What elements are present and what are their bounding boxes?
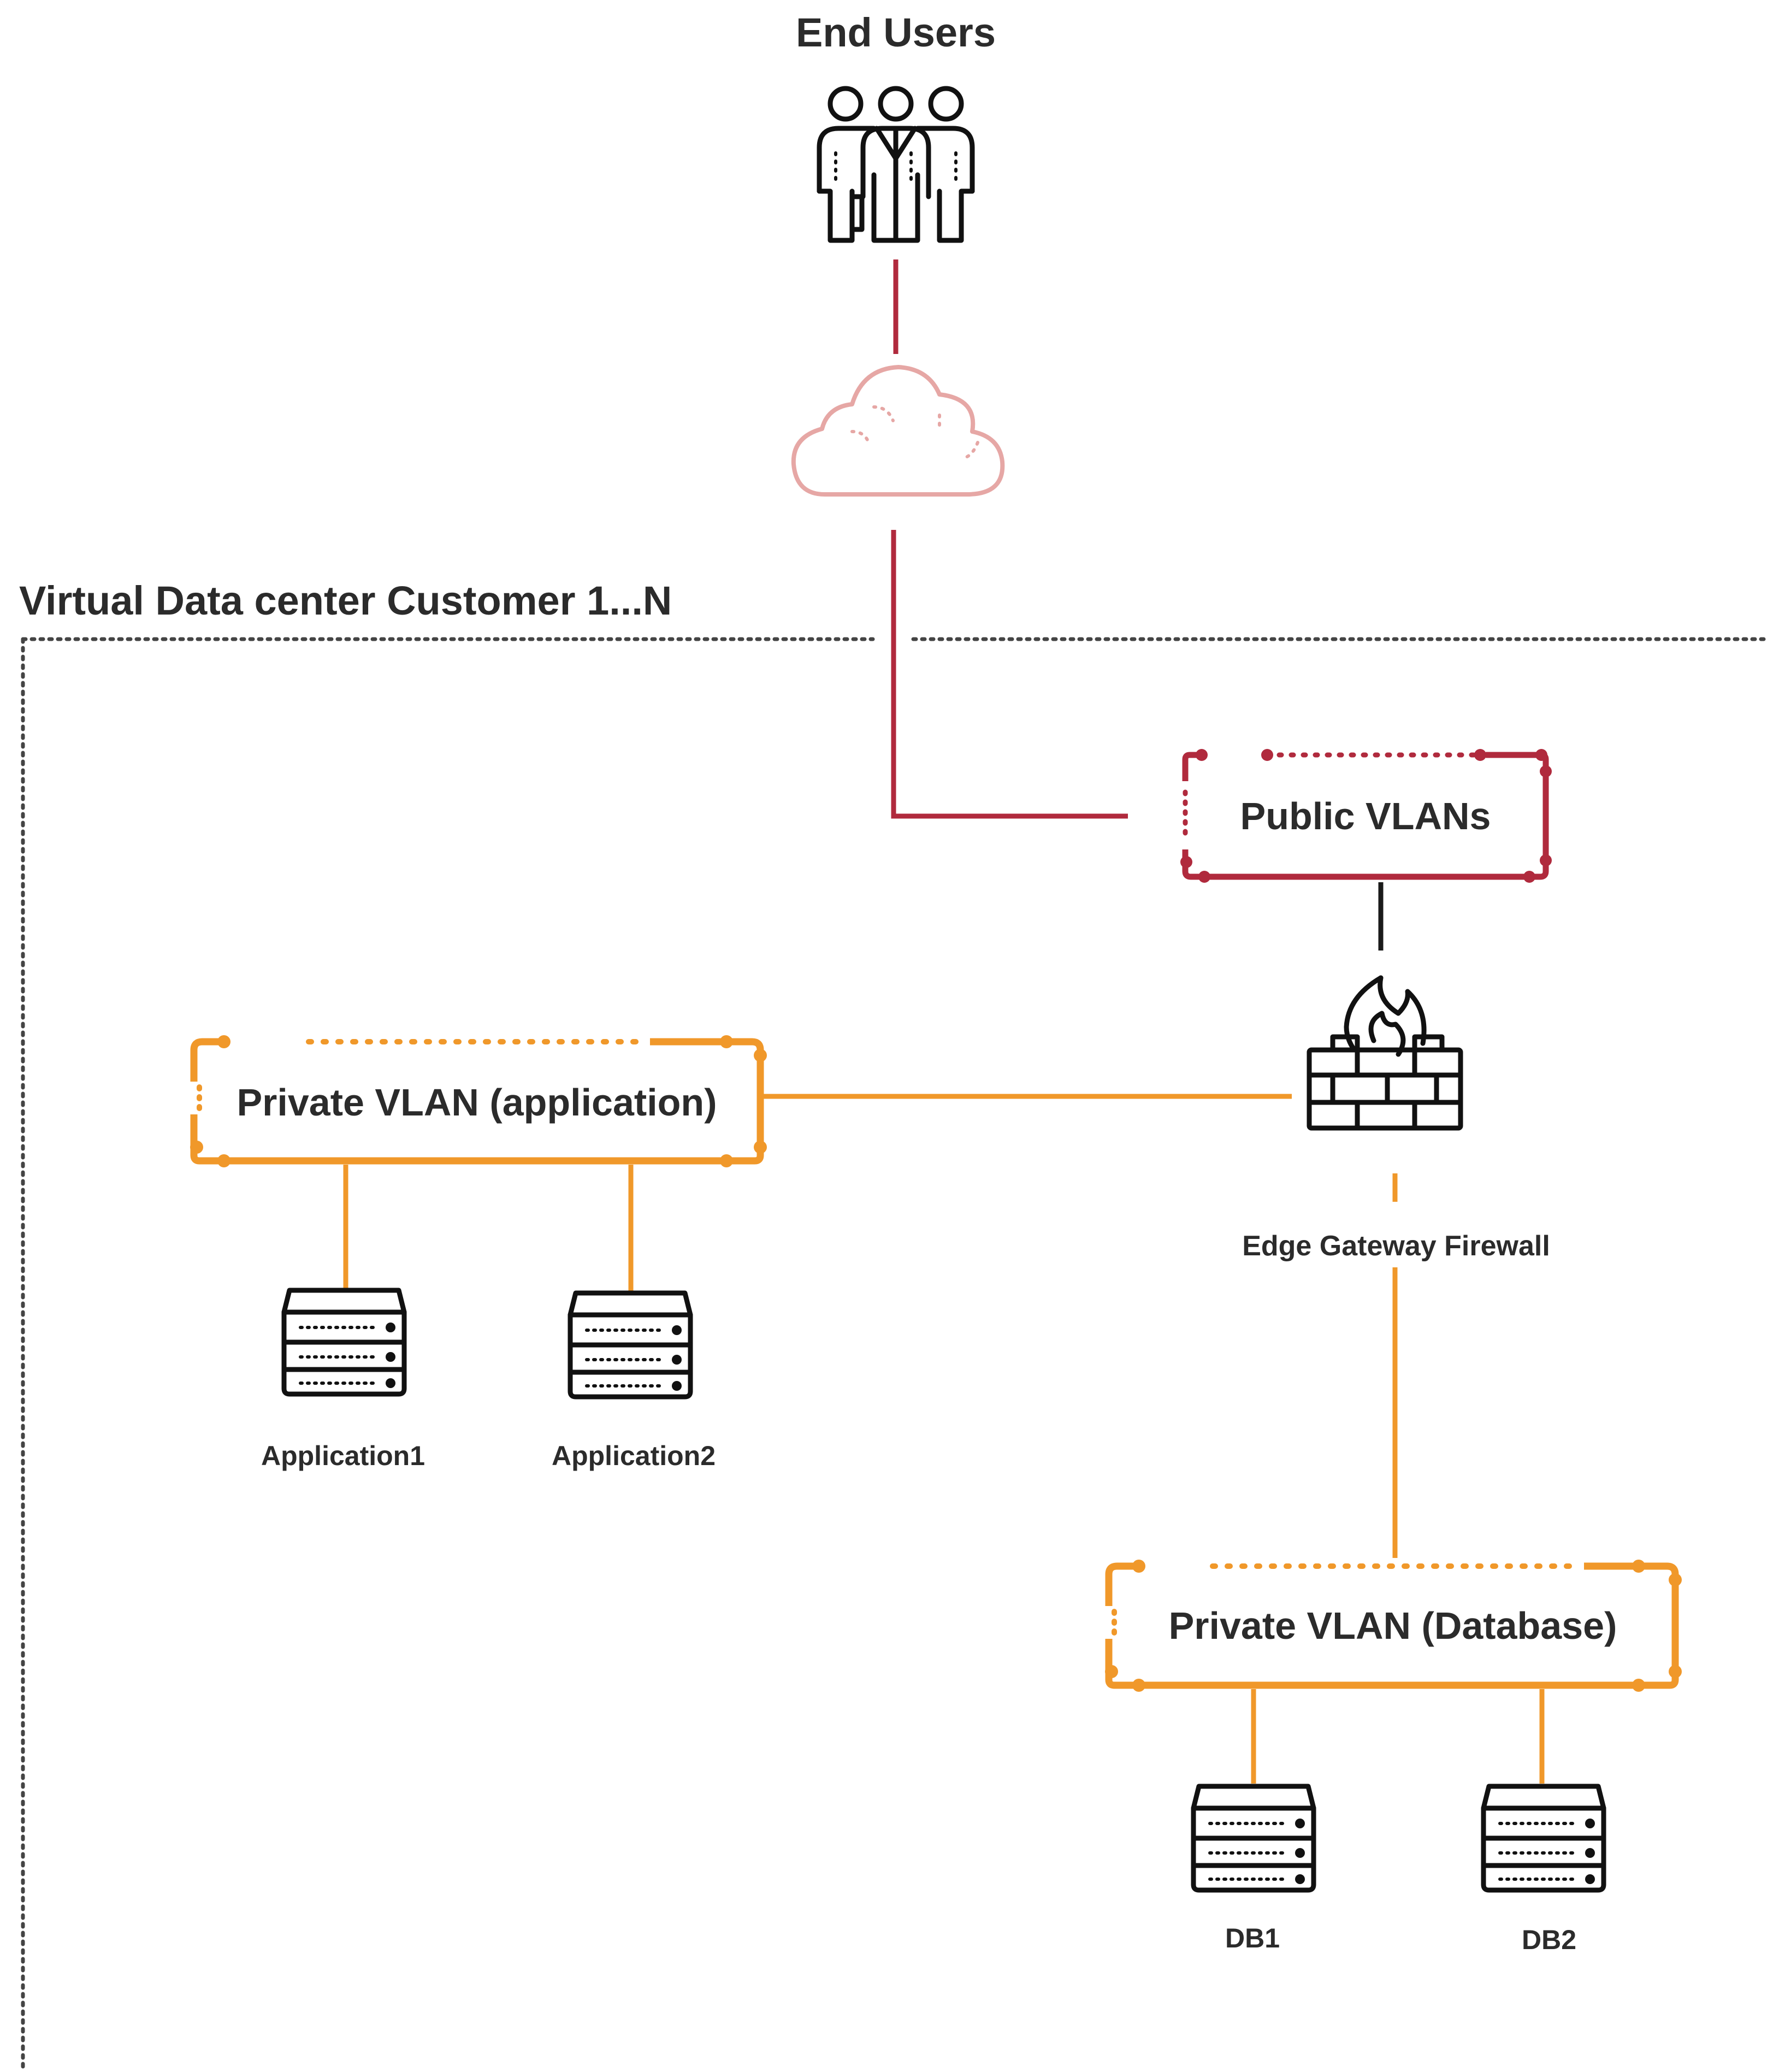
vdc-boundary: [21, 637, 1766, 2072]
server-icon: [1483, 1786, 1604, 1890]
vdc-label: Virtual Data center Customer 1...N: [19, 578, 672, 623]
application2-label: Application2: [552, 1441, 716, 1471]
private-vlan-database-box: Private VLAN (Database): [1105, 1560, 1682, 1692]
private-vlan-database-label: Private VLAN (Database): [1169, 1604, 1617, 1647]
firewall-icon: [1307, 975, 1463, 1131]
application1-label: Application1: [261, 1441, 425, 1471]
private-vlan-application-box: Private VLAN (application): [190, 1035, 767, 1167]
cloud-icon: [791, 365, 1005, 497]
end-users-title: End Users: [796, 10, 996, 55]
firewall-label: Edge Gateway Firewall: [1242, 1230, 1550, 1262]
server-icon: [1193, 1786, 1314, 1890]
users-icon: [817, 86, 975, 243]
db1-label: DB1: [1225, 1923, 1280, 1953]
db2-label: DB2: [1522, 1925, 1576, 1955]
cloud-to-public-link: [891, 530, 1128, 819]
public-vlans-box: Public VLANs: [1180, 749, 1552, 883]
public-vlans-label: Public VLANs: [1240, 795, 1491, 837]
private-vlan-application-label: Private VLAN (application): [237, 1081, 717, 1124]
server-icon: [284, 1290, 404, 1394]
server-icon: [570, 1293, 690, 1397]
